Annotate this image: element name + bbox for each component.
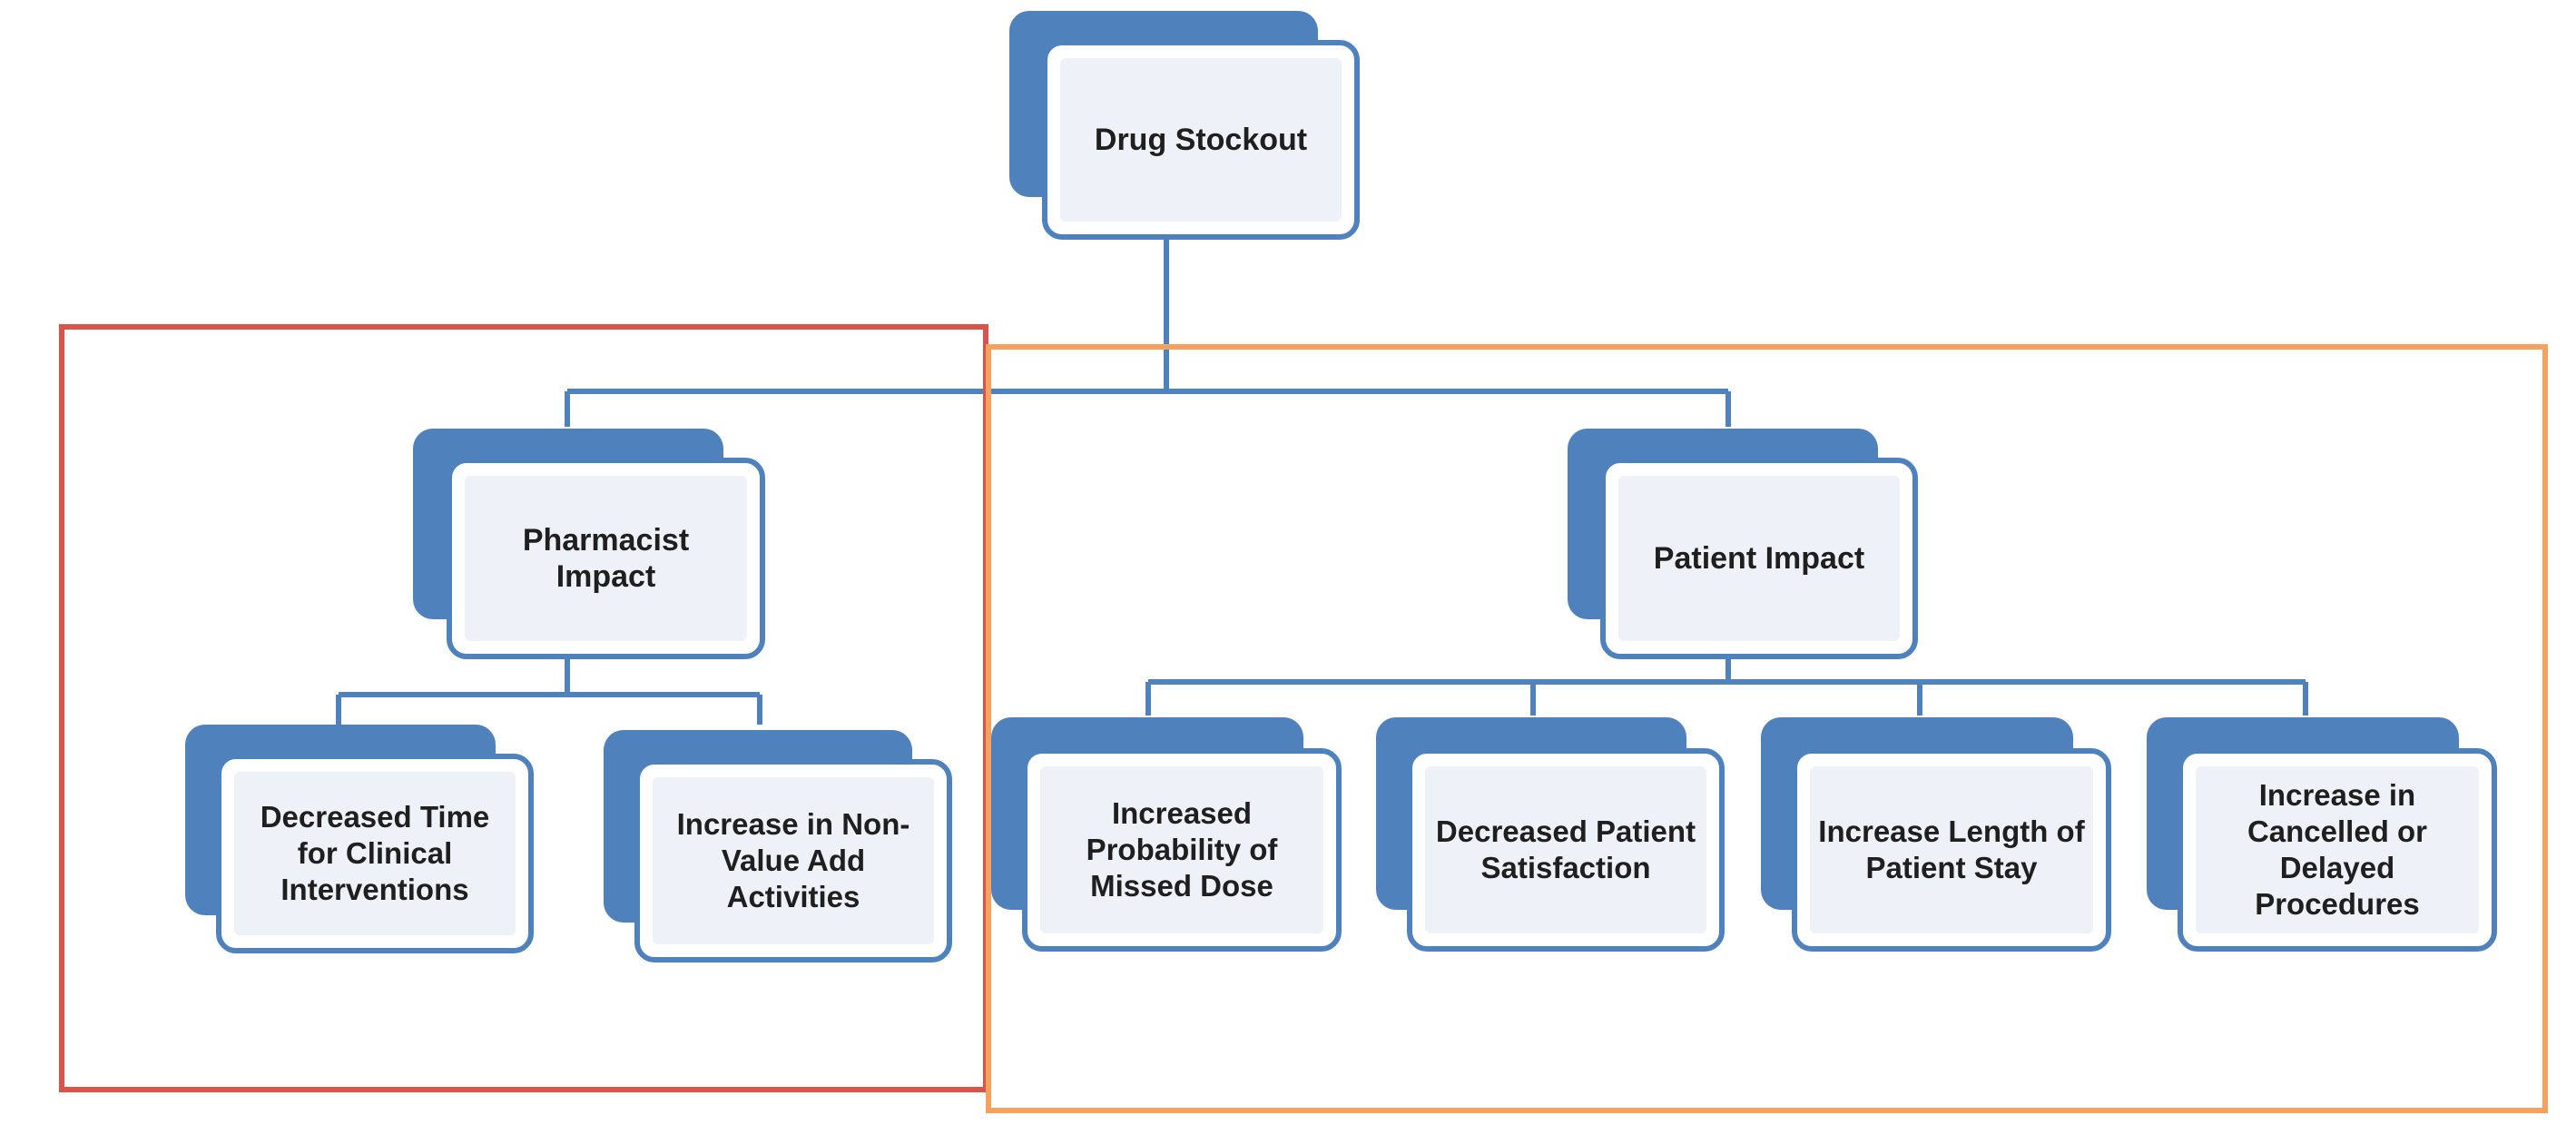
node-increased-probability-missed-dose: Increased Probability of Missed Dose [991,717,1343,953]
node-label: Increase Length of Patient Stay [1818,814,2085,884]
node-label: Pharmacist Impact [522,523,690,594]
node-drug-stockout: Drug Stockout [1009,11,1362,240]
node-pharmacist-impact: Pharmacist Impact [413,429,767,661]
node-label: Decreased Time for Clinical Intervention… [260,800,490,906]
node-label: Increase in Cancelled or Delayed Procedu… [2247,778,2428,921]
node-increase-cancelled-delayed-procedures: Increase in Cancelled or Delayed Procedu… [2147,717,2499,953]
node-label: Decreased Patient Satisfaction [1435,814,1696,884]
node-label: Increased Probability of Missed Dose [1086,796,1278,903]
node-decreased-patient-satisfaction: Decreased Patient Satisfaction [1376,717,1726,953]
patient-impact-group-outline [986,344,2548,1113]
node-label: Drug Stockout [1094,123,1308,157]
node-label: Increase in Non- Value Add Activities [676,807,910,913]
node-patient-impact: Patient Impact [1568,429,1920,661]
node-increase-length-patient-stay: Increase Length of Patient Stay [1761,717,2113,953]
node-increase-non-value-add-activities: Increase in Non- Value Add Activities [604,730,952,964]
node-label: Patient Impact [1653,541,1865,576]
node-decreased-time-clinical-interventions: Decreased Time for Clinical Intervention… [185,725,536,955]
